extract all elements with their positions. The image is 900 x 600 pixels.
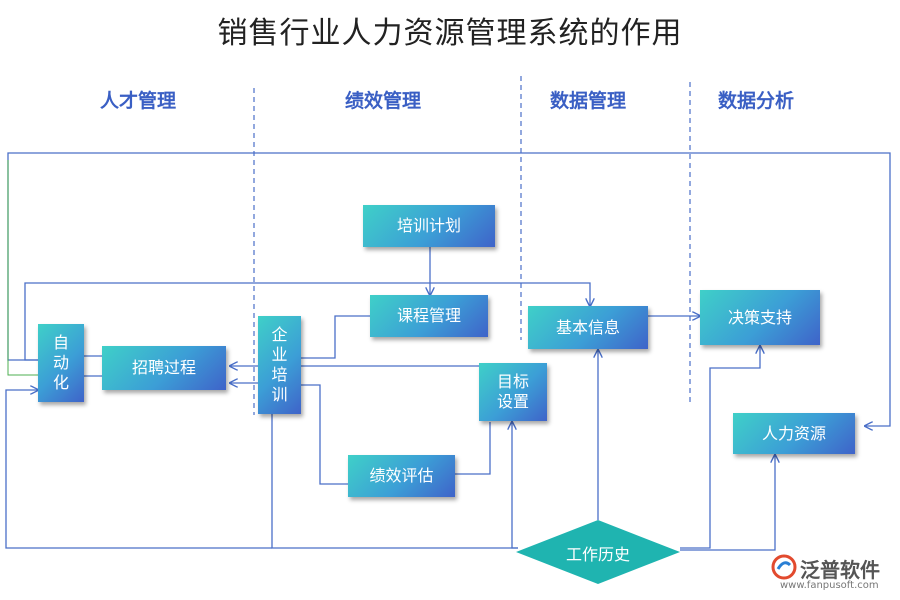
diagram-title: 销售行业人力资源管理系统的作用 [217,16,683,51]
node-course-management: 课程管理 [370,295,488,337]
work-history-diamond [516,520,680,584]
node-goal-setting-label: 目标设置 [496,372,529,411]
node-human-resources: 人力资源 [733,413,855,454]
node-enterprise-training-label: 企业培训 [271,325,288,404]
node-automation: 自动化 [38,324,84,402]
section-talent-management: 人才管理 [100,90,177,112]
node-goal-setting: 目标设置 [479,363,547,421]
fanpu-logo-icon [771,554,797,580]
node-automation-label: 自动化 [52,333,69,392]
node-recruitment: 招聘过程 [102,346,226,390]
logo-url: www.fanpusoft.com [780,580,879,591]
node-work-history: 工作历史 [565,545,630,564]
logo-name: 泛普软件 [800,558,880,582]
node-enterprise-training: 企业培训 [258,316,301,414]
node-decision-support: 决策支持 [700,290,820,345]
node-training-plan: 培训计划 [363,205,495,247]
node-basic-info: 基本信息 [528,306,648,349]
section-data-management: 数据管理 [550,90,627,112]
section-data-analysis: 数据分析 [718,90,795,112]
section-performance-management: 绩效管理 [345,90,422,112]
node-performance-evaluation: 绩效评估 [348,455,455,497]
